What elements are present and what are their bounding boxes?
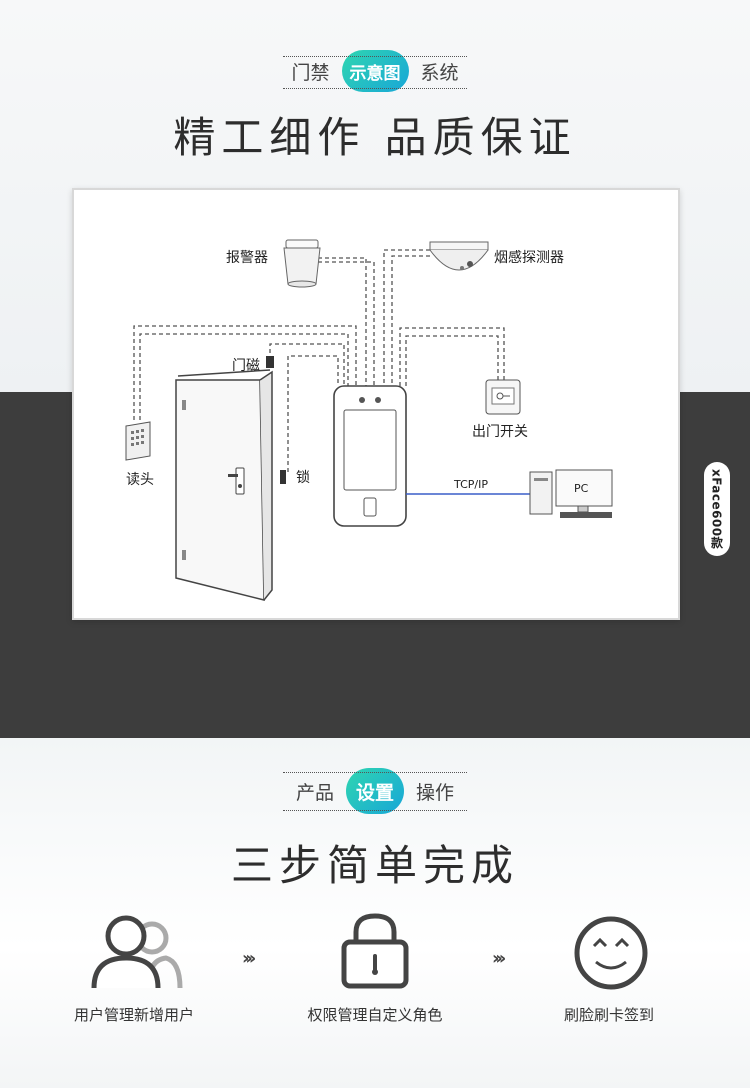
section1-headline: 精工细作 品质保证 bbox=[173, 113, 577, 162]
access-control-diagram: 报警器 烟感探测器 门磁 锁 bbox=[72, 188, 680, 620]
pc-label: PC bbox=[574, 482, 589, 495]
lock-icon bbox=[341, 913, 409, 989]
section1-tag: 门禁 示意图 系统 bbox=[0, 50, 750, 92]
model-tag-text: xFace600款 bbox=[709, 468, 724, 550]
step-1-label: 用户管理新增用户 bbox=[73, 1006, 194, 1024]
dotted-line-bottom bbox=[283, 88, 467, 89]
tag-pill-2: 设置 bbox=[345, 768, 404, 814]
card-reader-icon bbox=[125, 421, 151, 461]
reader-label: 读头 bbox=[126, 471, 154, 488]
model-tag: xFace600款 bbox=[704, 462, 730, 556]
exit-button-label: 出门开关 bbox=[472, 424, 528, 440]
wiring-lines bbox=[133, 249, 505, 472]
chevrons-2-icon: ››› bbox=[492, 948, 506, 969]
tag-right-text: 系统 bbox=[420, 61, 459, 84]
smile-face-icon bbox=[574, 916, 648, 990]
network-label: TCP/IP bbox=[453, 478, 488, 491]
dotted-line-top-2 bbox=[283, 772, 467, 773]
section2-headline: 三步简单完成 bbox=[230, 841, 519, 890]
lock-label: 锁 bbox=[296, 470, 310, 486]
diagram-svg: 报警器 烟感探测器 门磁 锁 bbox=[125, 239, 613, 601]
door-sensor-icon bbox=[266, 356, 274, 368]
tag-left-text: 门禁 bbox=[291, 61, 330, 84]
dotted-line-top bbox=[283, 56, 467, 57]
pc-icon bbox=[529, 469, 613, 518]
alarm-icon bbox=[283, 239, 321, 288]
alarm-label: 报警器 bbox=[226, 250, 268, 266]
door-sensor-label: 门磁 bbox=[232, 358, 260, 374]
tag-left-text-2: 产品 bbox=[295, 781, 334, 804]
dotted-line-bottom-2 bbox=[283, 810, 467, 811]
smoke-detector-label: 烟感探测器 bbox=[494, 249, 564, 266]
users-icon bbox=[91, 915, 183, 989]
step-3-label: 刷脸刷卡签到 bbox=[563, 1006, 654, 1024]
tag-right-text-2: 操作 bbox=[416, 781, 455, 804]
smoke-detector-icon bbox=[429, 241, 489, 271]
tag-pill: 示意图 bbox=[341, 50, 409, 92]
section2-tag: 产品 设置 操作 bbox=[0, 768, 750, 814]
step-2-label: 权限管理自定义角色 bbox=[307, 1006, 443, 1024]
face-terminal-icon bbox=[333, 385, 407, 527]
chevrons-1-icon: ››› bbox=[242, 948, 256, 969]
lock-device-icon bbox=[280, 470, 286, 484]
exit-button-icon bbox=[485, 379, 521, 415]
door-icon bbox=[175, 369, 273, 601]
